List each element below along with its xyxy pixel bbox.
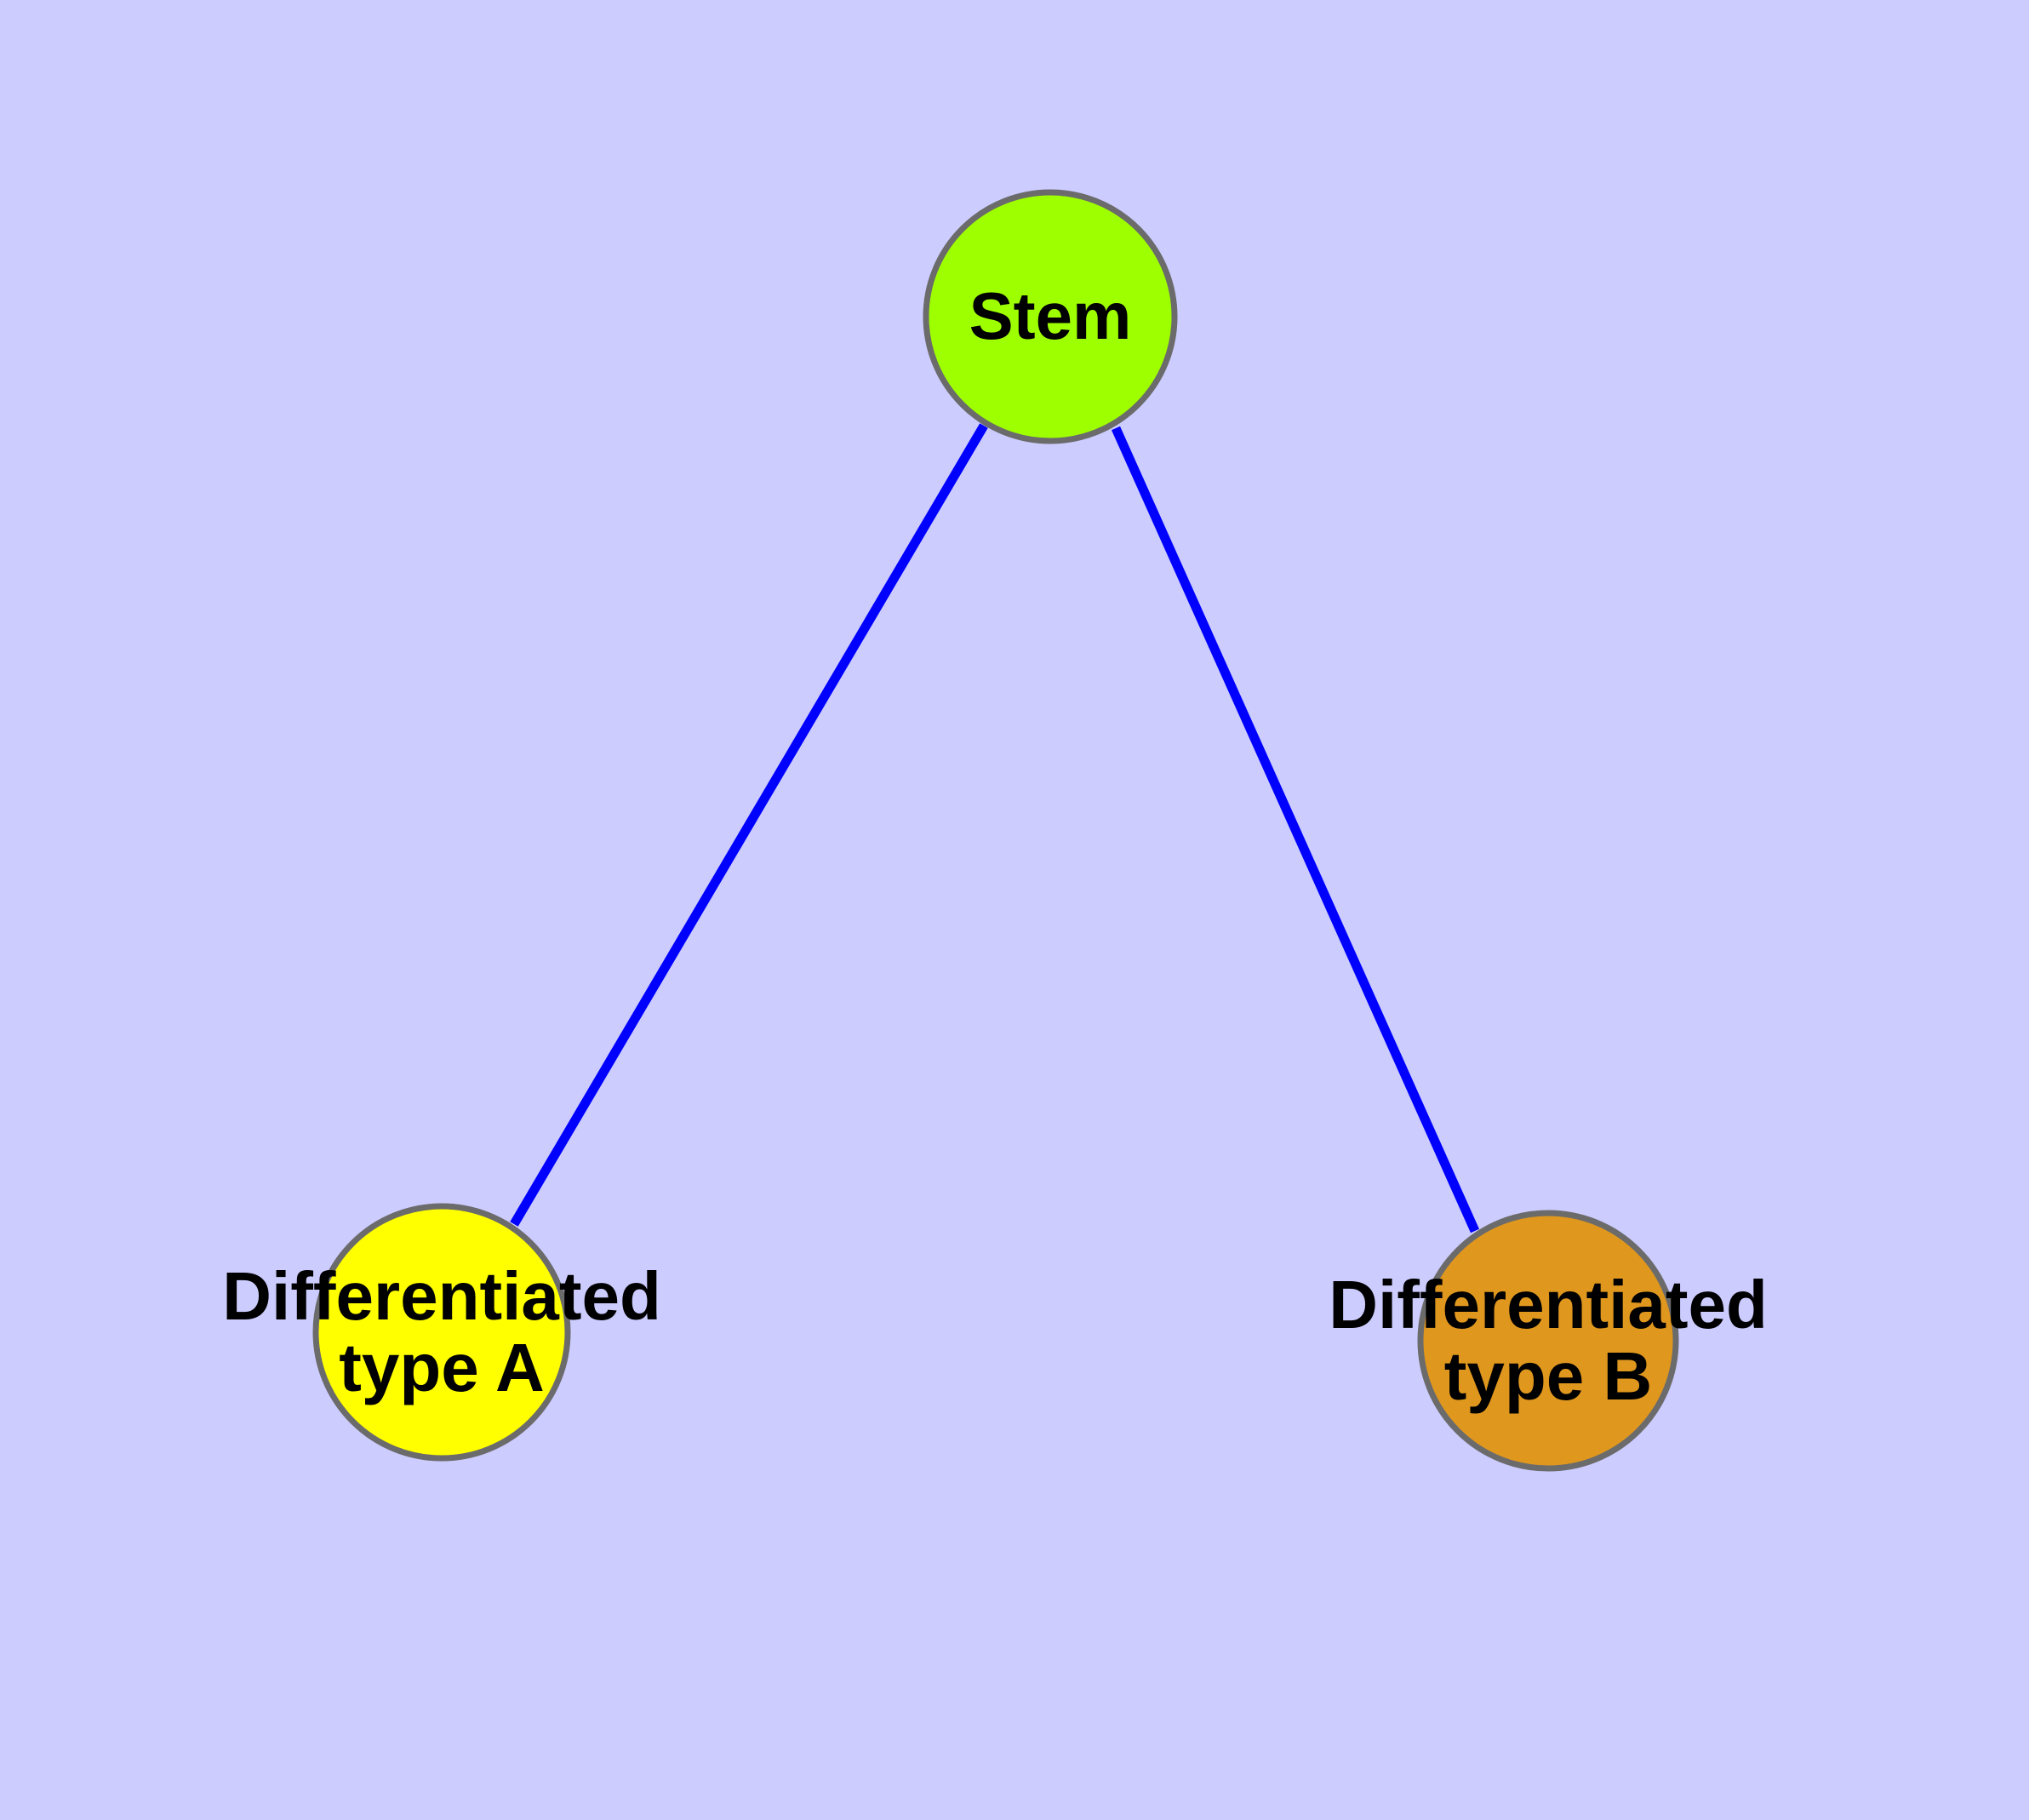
node-circle-diff-a[interactable] [312, 1203, 571, 1462]
edge-layer [510, 423, 1480, 1233]
node-circle-diff-b[interactable] [1417, 1210, 1679, 1472]
edge-stem-to-diff-a[interactable] [510, 423, 988, 1227]
node-layer [312, 189, 1679, 1472]
edge-stem-to-diff-b[interactable] [1111, 426, 1480, 1233]
node-circle-stem[interactable] [923, 189, 1178, 444]
